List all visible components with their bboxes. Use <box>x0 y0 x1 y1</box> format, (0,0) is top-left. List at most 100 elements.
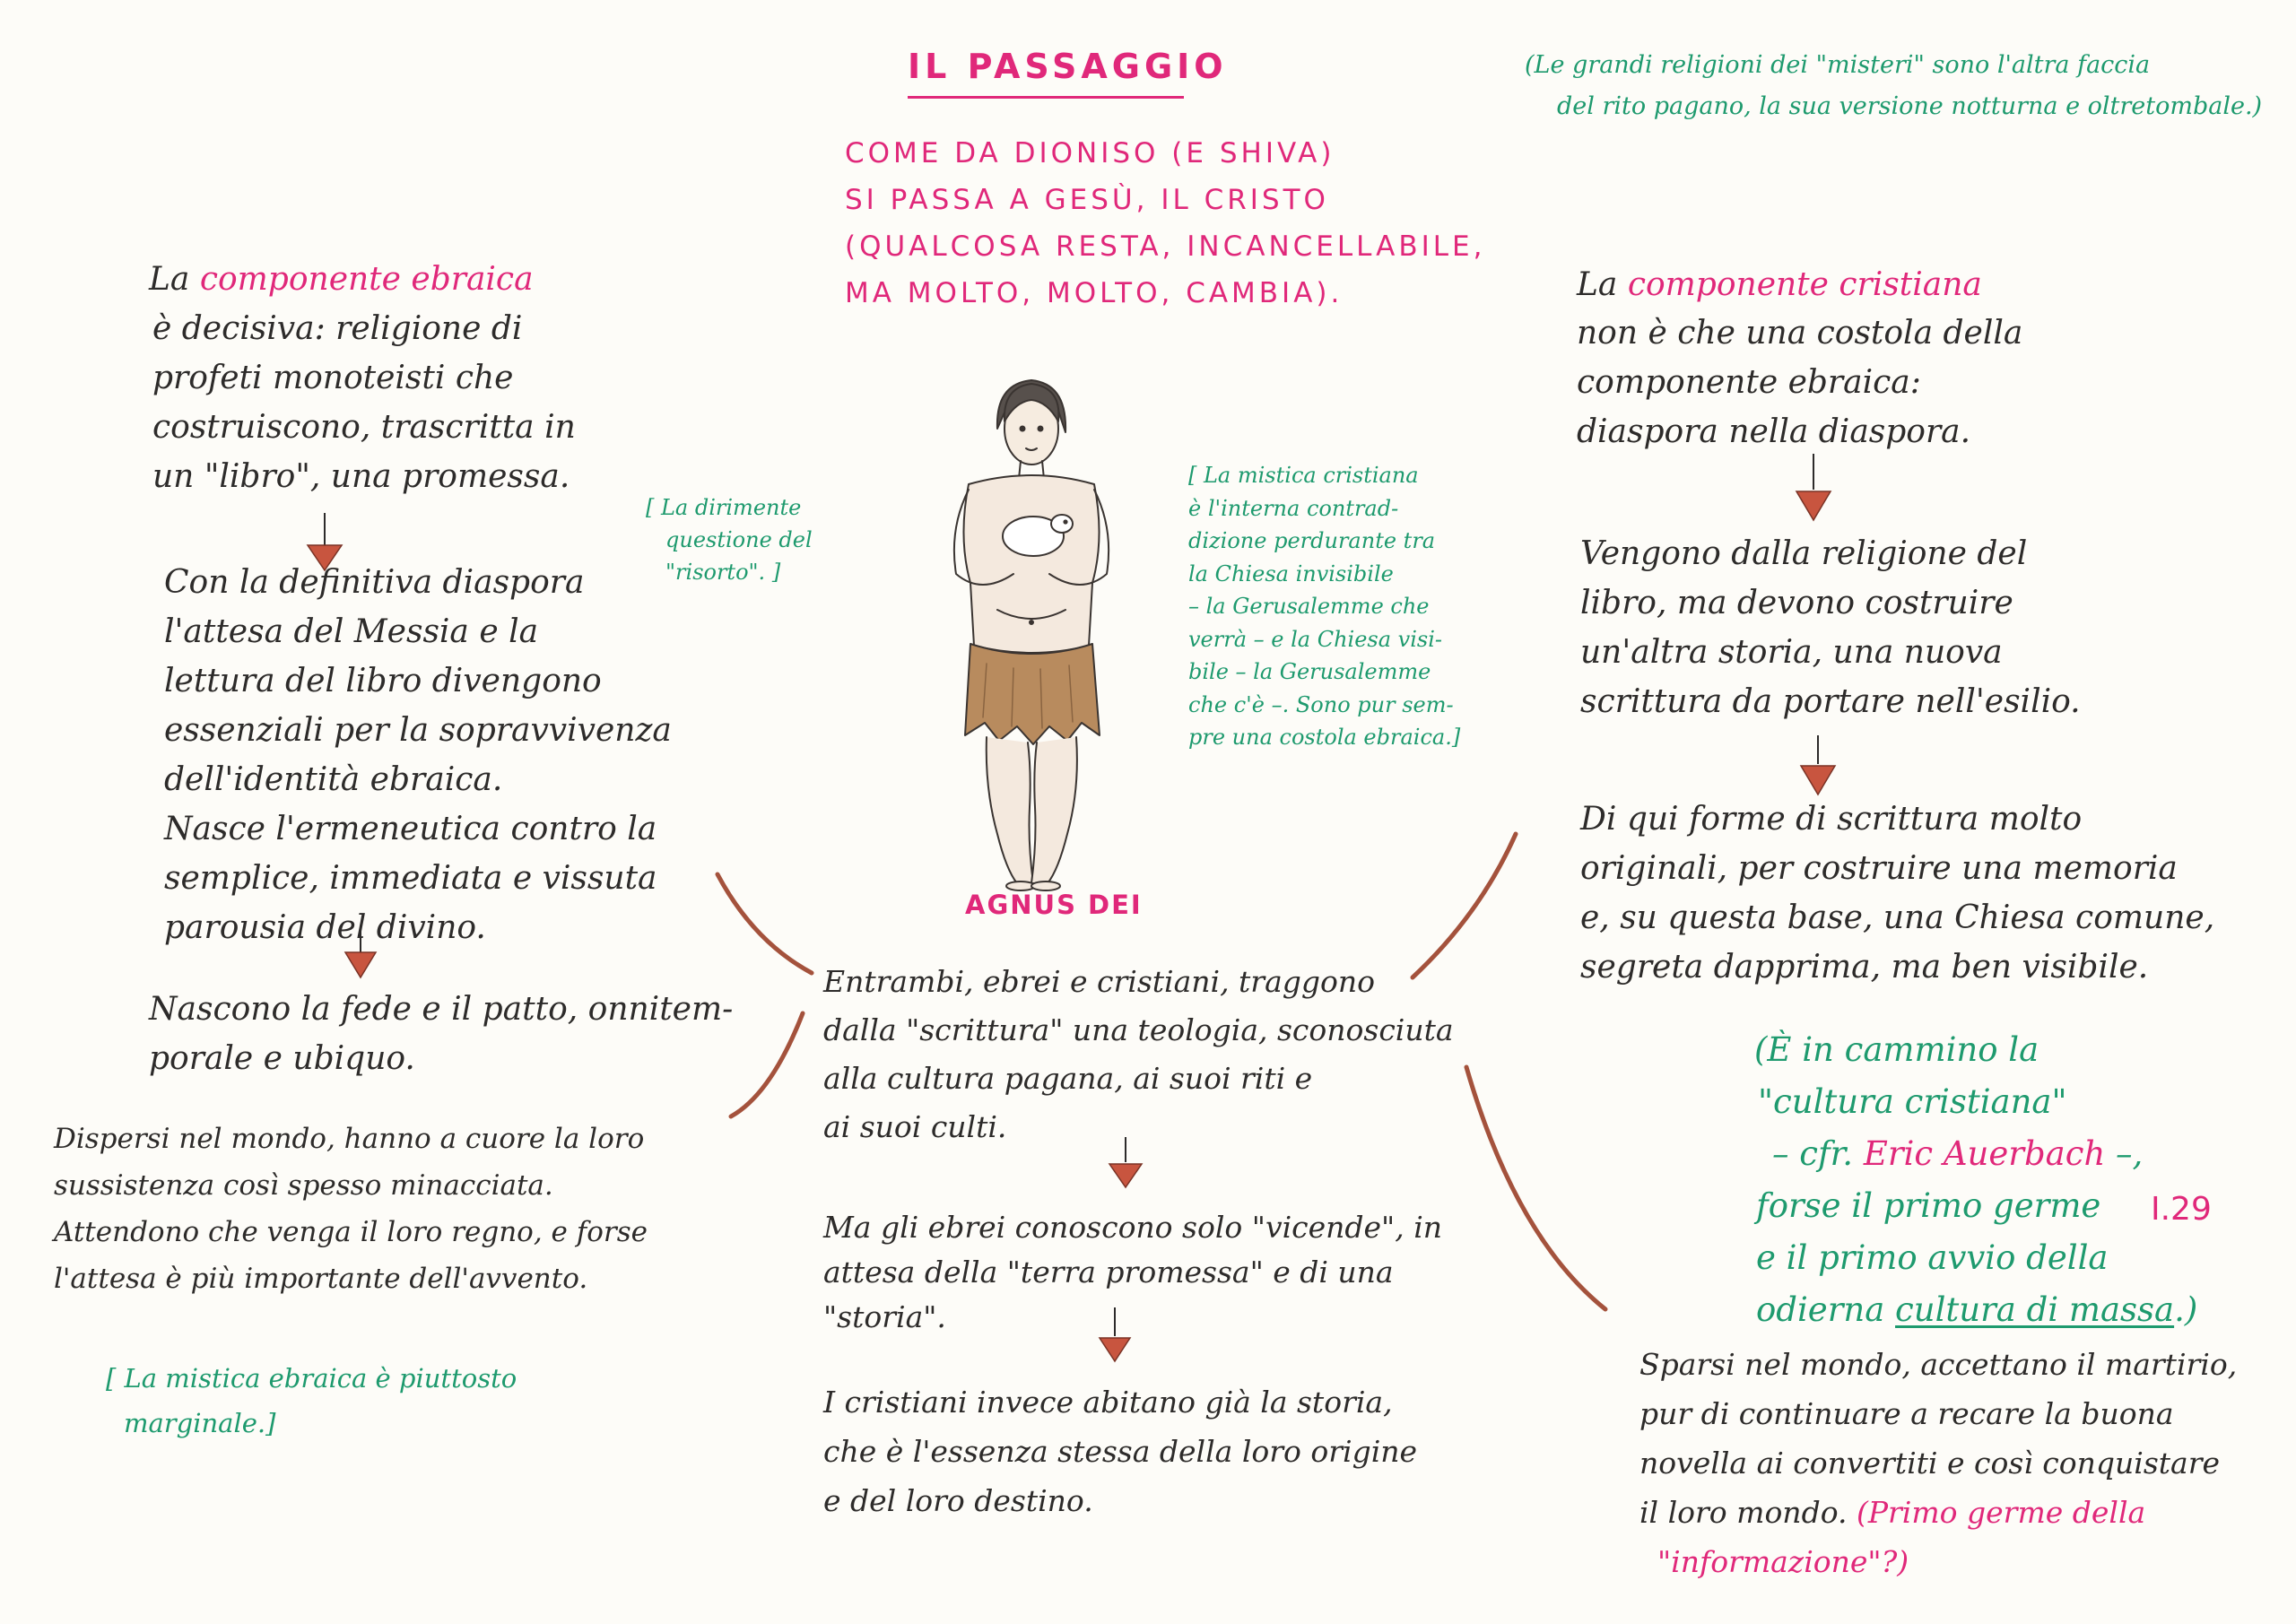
note-line: (Le grandi religioni dei "misteri" sono … <box>1525 51 2151 79</box>
text-line: componente ebraica: <box>1577 364 1921 401</box>
page-reference: I.29 <box>2151 1191 2212 1228</box>
text-line: Entrambi, ebrei e cristiani, traggono <box>823 964 1375 999</box>
right-heading-highlight: componente cristiana <box>1627 266 1982 303</box>
text-line: parousia del divino. <box>164 909 486 946</box>
text-segment: il loro mondo. <box>1639 1495 1848 1530</box>
text-line: Nasce l'ermeneutica contro la <box>164 811 657 847</box>
note-line: (È in cammino la <box>1754 1030 2039 1069</box>
note-line-prefix: odierna <box>1756 1290 1896 1329</box>
text-line: il loro mondo. (Primo germe della <box>1639 1488 2237 1537</box>
subtitle-line: COME DA DIONISO (E SHIVA) <box>845 137 1335 169</box>
left-block-1: è decisiva: religione di profeti monotei… <box>152 304 576 501</box>
text-line: un "libro", una promessa. <box>152 458 570 495</box>
left-note-side: [ La dirimente questione del "risorto". … <box>646 491 813 588</box>
text-line: Ma gli ebrei conoscono solo "vicende", i… <box>823 1210 1443 1245</box>
left-note-bottom: [ La mistica ebraica è piuttosto margina… <box>106 1356 517 1446</box>
text-line: semplice, immediata e vissuta <box>164 860 657 897</box>
text-line: è decisiva: religione di <box>152 310 523 347</box>
note-line: "cultura cristiana" <box>1758 1082 2067 1121</box>
text-line: e del loro destino. <box>823 1483 1093 1518</box>
center-block-3: I cristiani invece abitano già la storia… <box>823 1377 1417 1525</box>
text-line: libro, ma devono costruire <box>1580 585 2013 621</box>
text-line: costruiscono, trascritta in <box>152 409 576 446</box>
note-line: – la Gerusalemme che <box>1188 594 1430 619</box>
informazione-note: "informazione"?) <box>1657 1544 1909 1579</box>
right-block-3: Di qui forme di scrittura molto original… <box>1580 795 2214 992</box>
text-line: Di qui forme di scrittura molto <box>1580 801 2083 838</box>
auerbach-name: Eric Auerbach <box>1863 1134 2106 1173</box>
text-line: novella ai convertiti e così conquistare <box>1639 1446 2221 1481</box>
connector-curve-lower-left <box>728 1011 805 1119</box>
text-line: attesa della "terra promessa" e di una <box>823 1255 1394 1290</box>
note-line: "risorto". ] <box>665 560 781 585</box>
left-heading: La componente ebraica <box>149 255 534 304</box>
right-block-2: Vengono dalla religione del libro, ma de… <box>1580 529 2081 726</box>
note-line: forse il primo germe <box>1756 1186 2101 1225</box>
misteri-note: (Le grandi religioni dei "misteri" sono … <box>1525 45 2262 127</box>
text-line: non è che una costola della <box>1577 315 2023 352</box>
subtitle-block: COME DA DIONISO (E SHIVA) SI PASSA A GES… <box>845 130 1485 317</box>
note-line: la Chiesa invisibile <box>1188 560 1394 586</box>
arrow-down-icon <box>1795 454 1832 522</box>
center-right-note: [ La mistica cristiana è l'interna contr… <box>1188 459 1460 754</box>
connector-curve-upper-right <box>1410 831 1518 980</box>
page-title: IL PASSAGGIO <box>908 47 1228 86</box>
text-line: "storia". <box>823 1299 946 1334</box>
text-line: dalla "scrittura" una teologia, sconosci… <box>823 1012 1454 1047</box>
text-line: l'attesa del Messia e la <box>164 613 539 650</box>
connector-curve-lower-right <box>1464 1064 1608 1312</box>
subtitle-line: SI PASSA A GESÙ, IL CRISTO <box>845 184 1329 216</box>
text-line: dell'identità ebraica. <box>164 761 503 798</box>
note-line: dizione perdurante tra <box>1188 528 1436 553</box>
right-block-1: non è che una costola della componente e… <box>1577 308 2022 456</box>
note-line: bile – la Gerusalemme <box>1188 659 1431 684</box>
note-line: è l'interna contrad- <box>1188 495 1399 521</box>
text-line: lettura del libro divengono <box>164 663 602 699</box>
text-line: Dispersi nel mondo, hanno a cuore la lor… <box>54 1123 645 1155</box>
text-line: Sparsi nel mondo, accettano il martirio, <box>1639 1347 2238 1382</box>
text-line: sussistenza così spesso minacciata. <box>54 1169 553 1202</box>
text-line: segreta dapprima, ma ben visibile. <box>1580 949 2149 986</box>
note-line: questione del <box>665 527 813 552</box>
cultura-cristiana-note: (È in cammino la "cultura cristiana" – c… <box>1754 1024 2197 1336</box>
connector-curve-upper-left <box>715 872 814 976</box>
text-line: pur di continuare a recare la buona <box>1639 1396 2174 1431</box>
note-line-suffix: –, <box>2105 1134 2144 1173</box>
note-line: pre una costola ebraica.] <box>1188 725 1461 750</box>
left-heading-highlight: componente ebraica <box>199 261 534 298</box>
text-line: Nascono la fede e il patto, onnitem- <box>149 991 734 1028</box>
text-line: diaspora nella diaspora. <box>1577 413 1971 450</box>
subtitle-line: MA MOLTO, MOLTO, CAMBIA). <box>845 277 1344 309</box>
note-line: e il primo avvio della <box>1756 1238 2109 1277</box>
note-line: verrà – e la Chiesa visi- <box>1188 626 1443 652</box>
cultura-di-massa: cultura di massa <box>1895 1290 2175 1329</box>
note-line: che c'è –. Sono pur sem- <box>1188 691 1454 717</box>
text-line: alla cultura pagana, ai suoi riti e <box>823 1061 1313 1096</box>
text-line: essenziali per la sopravvivenza <box>164 712 672 749</box>
note-line: [ La mistica ebraica è piuttosto <box>106 1363 517 1394</box>
right-heading-prefix: La <box>1577 266 1628 303</box>
arrow-down-icon <box>306 513 344 572</box>
note-line: [ La dirimente <box>646 495 802 520</box>
note-line: – cfr. Eric Auerbach –, <box>1754 1128 2197 1180</box>
left-heading-prefix: La <box>149 261 200 298</box>
center-block-1: Entrambi, ebrei e cristiani, traggono da… <box>823 958 1454 1151</box>
text-line: Con la definitiva diaspora <box>164 564 585 601</box>
arrow-down-icon <box>1799 735 1837 796</box>
text-line: porale e ubiquo. <box>149 1040 415 1077</box>
primo-germe-note: (Primo germe della <box>1847 1495 2146 1530</box>
left-block-4: Dispersi nel mondo, hanno a cuore la lor… <box>54 1116 648 1302</box>
arrow-down-icon <box>1098 1307 1132 1363</box>
text-line: Attendono che venga il loro regno, e for… <box>54 1216 648 1248</box>
left-block-3: Nascono la fede e il patto, onnitem- por… <box>149 985 733 1083</box>
note-line-suffix: .) <box>2174 1290 2198 1329</box>
text-line: e, su questa base, una Chiesa comune, <box>1580 899 2215 936</box>
left-block-2: Con la definitiva diaspora l'attesa del … <box>164 558 672 952</box>
text-line: ai suoi culti. <box>823 1109 1007 1144</box>
note-line-prefix: – cfr. <box>1772 1134 1864 1173</box>
note-line: [ La mistica cristiana <box>1188 463 1419 488</box>
note-line: odierna cultura di massa.) <box>1754 1284 2197 1336</box>
title-underline <box>908 96 1184 99</box>
text-line: profeti monoteisti che <box>152 360 514 396</box>
